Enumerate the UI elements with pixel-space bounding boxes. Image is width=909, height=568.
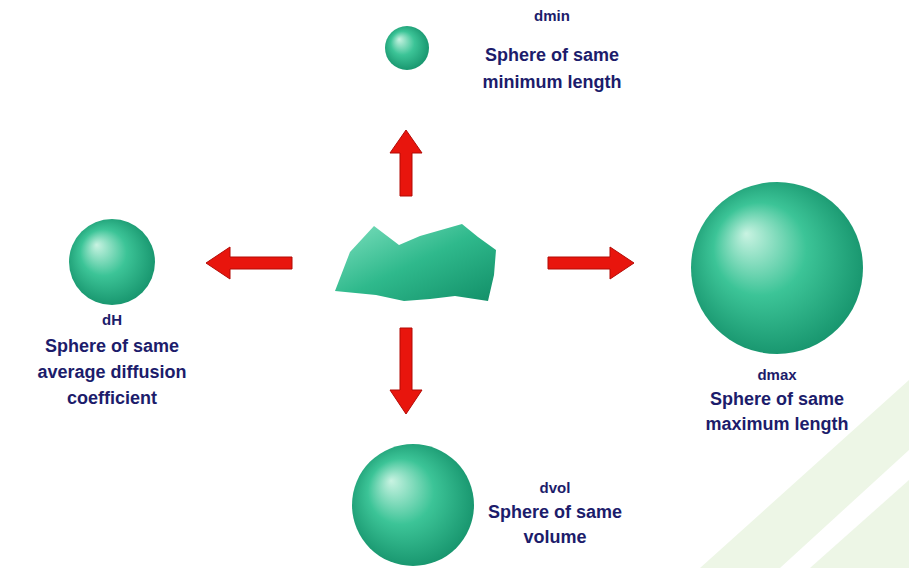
text-group: dHSphere of same average diffusion coeff… [17, 308, 207, 411]
arrow-down [390, 328, 422, 414]
sphere-outline [691, 182, 863, 354]
sphere-description: Sphere of same average diffusion coeffic… [17, 333, 207, 411]
diameter-symbol: dvol [540, 476, 571, 500]
diameter-symbol: dmax [757, 363, 796, 387]
text-group: dvolSphere of same volume [465, 476, 645, 550]
sphere-outline [69, 219, 155, 305]
sphere-description: Sphere of same maximum length [677, 387, 877, 437]
sphere [69, 219, 155, 305]
particle-shape [335, 224, 496, 301]
arrow-right [548, 247, 634, 279]
text-group: dmaxSphere of same maximum length [677, 363, 877, 437]
sphere-description: Sphere of same minimum length [452, 42, 652, 96]
sphere [691, 182, 863, 354]
sphere-outline [352, 444, 474, 566]
sphere-node: dmaxSphere of same maximum length [691, 182, 863, 354]
sphere-node: dHSphere of same average diffusion coeff… [69, 219, 155, 305]
arrow-left [206, 247, 292, 279]
watermark-band [810, 480, 909, 568]
diameter-symbol: dH [102, 308, 122, 332]
text-group: dminSphere of same minimum length [452, 4, 652, 96]
sphere-description: Sphere of same volume [465, 500, 645, 550]
sphere-node: dvolSphere of same volume [352, 444, 474, 566]
sphere [352, 444, 474, 566]
arrow-up [390, 130, 422, 196]
diameter-symbol: dmin [534, 4, 570, 28]
sphere [385, 26, 429, 70]
sphere-node: dminSphere of same minimum length [385, 26, 429, 70]
sphere-outline [385, 26, 429, 70]
